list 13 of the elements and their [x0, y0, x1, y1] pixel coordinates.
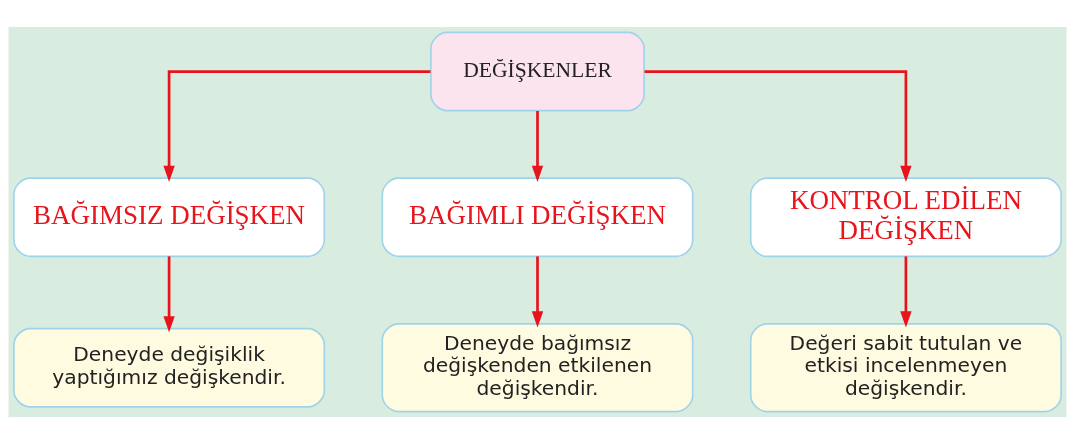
node-box: BAĞIMLI DEĞİŞKEN	[381, 177, 694, 258]
node-box: KONTROL EDİLEN DEĞİŞKEN	[749, 177, 1062, 258]
arrow	[531, 111, 544, 182]
node-box: BAĞIMSIZ DEĞİŞKEN	[13, 177, 326, 258]
node-box: Deneyde değişiklik yaptığımız değişkendir.	[13, 327, 326, 408]
arrow	[900, 256, 912, 328]
arrow	[163, 256, 175, 333]
node-box: Değeri sabit tutulan ve etkisi incelenmeyen değişkendir.	[749, 323, 1062, 413]
arrow	[644, 70, 912, 182]
node-box: DEĞİŞKENLER	[430, 31, 645, 112]
arrow	[531, 256, 544, 328]
node-box: Deneyde bağımsız değişkenden etkilenen değişkendir.	[381, 323, 694, 413]
arrow	[163, 70, 431, 182]
